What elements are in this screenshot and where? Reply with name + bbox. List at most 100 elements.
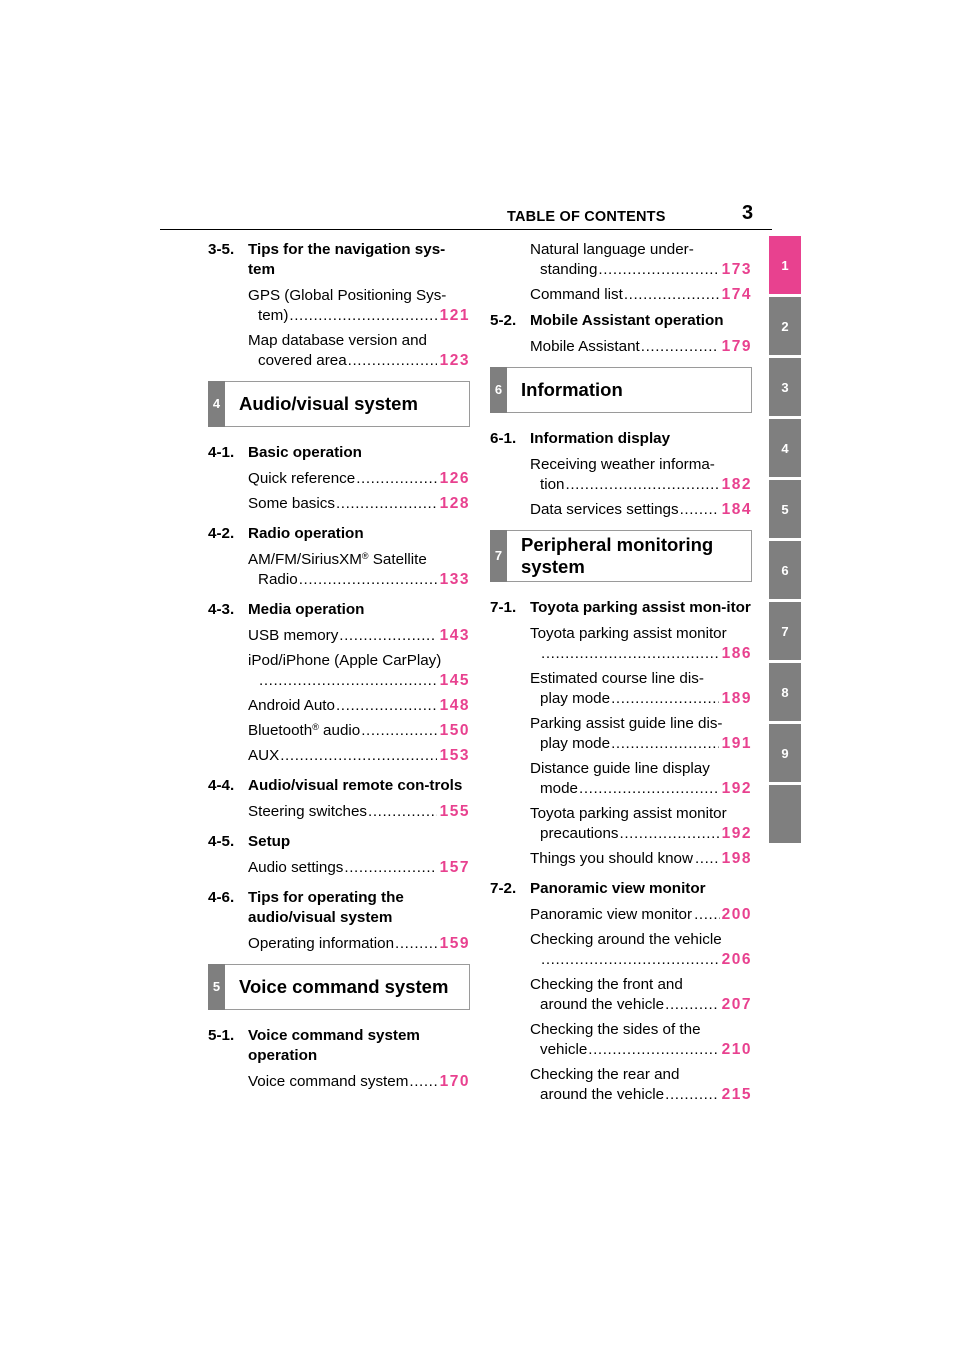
section-heading: 4-6. Tips for operating the audio/visual… (208, 888, 470, 928)
section-title: Toyota parking assist mon-itor (530, 599, 751, 616)
entry-label: iPod/iPhone (Apple CarPlay) (248, 652, 442, 669)
toc-entry[interactable]: iPod/iPhone (Apple CarPlay) 145 (248, 651, 470, 691)
page-link[interactable]: 143 (439, 627, 470, 644)
section-title: Information display (530, 430, 671, 447)
toc-entry[interactable]: Mobile Assistant179 (530, 337, 752, 357)
chapter-tab-2[interactable]: 2 (769, 297, 801, 355)
toc-entry[interactable]: Data services settings184 (530, 500, 752, 520)
chapter-tab-7[interactable]: 7 (769, 602, 801, 660)
toc-entry[interactable]: AM/FM/SiriusXM® Satellite Radio133 (248, 550, 470, 590)
page-link[interactable]: 179 (721, 338, 752, 355)
page-link[interactable]: 133 (439, 571, 470, 588)
toc-entry[interactable]: Parking assist guide line dis- play mode… (530, 714, 752, 754)
page-link[interactable]: 121 (439, 307, 470, 324)
page-link[interactable]: 192 (721, 825, 752, 842)
toc-entry[interactable]: USB memory143 (248, 626, 470, 646)
toc-entry[interactable]: Estimated course line dis- play mode189 (530, 669, 752, 709)
chapter-tab-1[interactable]: 1 (769, 236, 801, 294)
page-link[interactable]: 159 (439, 935, 470, 952)
section-heading: 4-5. Setup (208, 832, 470, 852)
page-link[interactable]: 173 (721, 261, 752, 278)
page-link[interactable]: 148 (439, 697, 470, 714)
page-link[interactable]: 206 (721, 951, 752, 968)
toc-entry[interactable]: Quick reference126 (248, 469, 470, 489)
page-link[interactable]: 150 (439, 722, 470, 739)
section-title: Panoramic view monitor (530, 880, 706, 897)
leader-dots (348, 351, 437, 371)
section-title: Audio/visual remote con-trols (248, 777, 463, 794)
entry-label: Checking the sides of the (530, 1021, 701, 1038)
page-link[interactable]: 191 (721, 735, 752, 752)
section-number: 7-1. (490, 599, 517, 616)
toc-entry[interactable]: Checking the sides of the vehicle210 (530, 1020, 752, 1060)
page-link[interactable]: 155 (439, 803, 470, 820)
toc-entry[interactable]: Checking the front and around the vehicl… (530, 975, 752, 1015)
toc-entry[interactable]: Checking the rear and around the vehicle… (530, 1065, 752, 1105)
toc-entry[interactable]: Toyota parking assist monitor precaution… (530, 804, 752, 844)
entry-label: GPS (Global Positioning Sys- (248, 287, 447, 304)
toc-entry[interactable]: AUX153 (248, 746, 470, 766)
toc-entry[interactable]: Steering switches155 (248, 802, 470, 822)
page-link[interactable]: 192 (721, 780, 752, 797)
entry-label: Bluetooth (248, 722, 313, 739)
toc-entry[interactable]: Distance guide line display mode192 (530, 759, 752, 799)
toc-entry[interactable]: Receiving weather informa- tion182 (530, 455, 752, 495)
toc-entry[interactable]: Operating information159 (248, 934, 470, 954)
page-link[interactable]: 145 (439, 672, 470, 689)
leader-dots (361, 721, 436, 741)
page-link[interactable]: 207 (721, 996, 752, 1013)
page-link[interactable]: 174 (721, 286, 752, 303)
page-link[interactable]: 153 (439, 747, 470, 764)
leader-dots (259, 671, 437, 691)
toc-entry[interactable]: Voice command system170 (248, 1072, 470, 1092)
section-number: 3-5. (208, 241, 235, 258)
leader-dots (694, 905, 720, 925)
toc-entry[interactable]: Natural language under- standing173 (530, 240, 752, 280)
chapter-tab-4[interactable]: 4 (769, 419, 801, 477)
chapter-tab-6[interactable]: 6 (769, 541, 801, 599)
section-number: 5-2. (490, 312, 517, 329)
section-number: 5-1. (208, 1027, 235, 1044)
chapter-tab-index[interactable] (769, 785, 801, 843)
header-title: TABLE OF CONTENTS (507, 209, 666, 225)
page-link[interactable]: 170 (439, 1073, 470, 1090)
chapter-tab-5[interactable]: 5 (769, 480, 801, 538)
page-link[interactable]: 184 (721, 501, 752, 518)
chapter-number: 6 (490, 367, 507, 413)
toc-entry[interactable]: Bluetooth® audio150 (248, 721, 470, 741)
page-link[interactable]: 157 (439, 859, 470, 876)
section-heading: 7-1. Toyota parking assist mon-itor (490, 598, 752, 618)
section-number: 4-1. (208, 444, 235, 461)
toc-entry[interactable]: Some basics128 (248, 494, 470, 514)
page-link[interactable]: 210 (721, 1041, 752, 1058)
chapter-tab-3[interactable]: 3 (769, 358, 801, 416)
page-link[interactable]: 182 (721, 476, 752, 493)
page-link[interactable]: 215 (721, 1086, 752, 1103)
toc-entry[interactable]: Things you should know 198 (530, 849, 752, 869)
chapter-tab-8[interactable]: 8 (769, 663, 801, 721)
toc-entry[interactable]: Panoramic view monitor200 (530, 905, 752, 925)
page-link[interactable]: 123 (439, 352, 470, 369)
chapter-number: 7 (490, 530, 507, 582)
toc-entry[interactable]: Command list174 (530, 285, 752, 305)
toc-entry[interactable]: Toyota parking assist monitor 186 (530, 624, 752, 664)
chapter-heading: 5 Voice command system (208, 964, 470, 1010)
toc-entry[interactable]: Android Auto148 (248, 696, 470, 716)
entry-label: Things you should know (530, 850, 693, 867)
toc-entry[interactable]: Map database version and covered area123 (248, 331, 470, 371)
leader-dots (579, 779, 719, 799)
section-heading: 4-2. Radio operation (208, 524, 470, 544)
toc-entry[interactable]: Checking around the vehicle 206 (530, 930, 752, 970)
page-link[interactable]: 189 (721, 690, 752, 707)
page-link[interactable]: 128 (439, 495, 470, 512)
chapter-tab-9[interactable]: 9 (769, 724, 801, 782)
entry-label: mode (540, 780, 578, 797)
page-link[interactable]: 200 (721, 906, 752, 923)
toc-entry[interactable]: Audio settings157 (248, 858, 470, 878)
registered-mark: ® (312, 722, 319, 732)
page-link[interactable]: 198 (721, 850, 752, 867)
page-link[interactable]: 186 (721, 645, 752, 662)
toc-entry[interactable]: GPS (Global Positioning Sys- tem)121 (248, 286, 470, 326)
leader-dots (641, 337, 719, 357)
page-link[interactable]: 126 (439, 470, 470, 487)
